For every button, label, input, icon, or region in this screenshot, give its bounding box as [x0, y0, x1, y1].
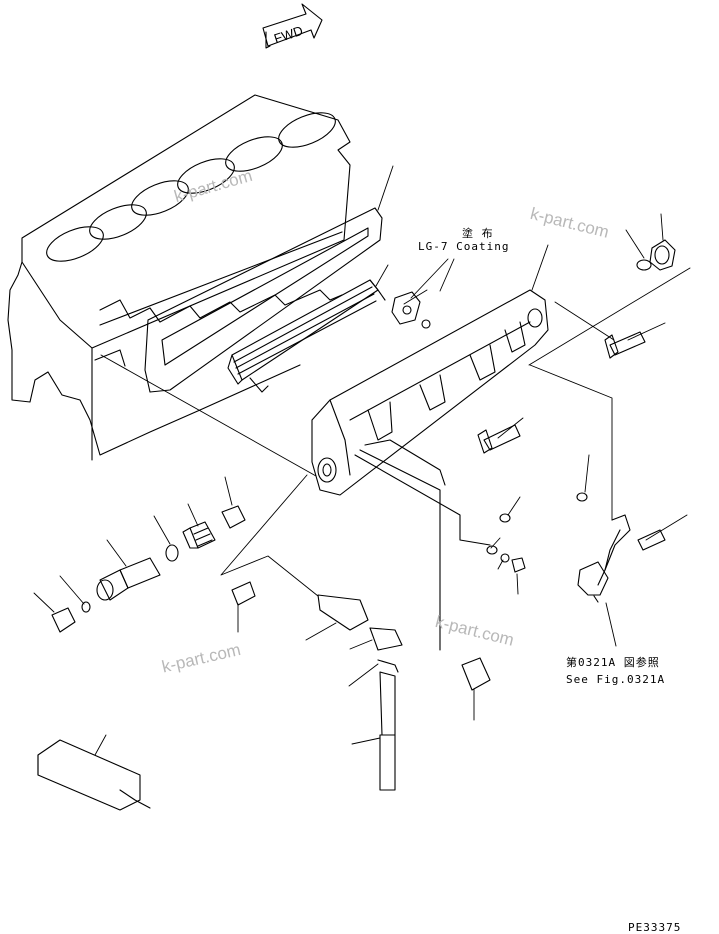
coating-label: LG-7 Coating [418, 240, 510, 253]
drawing-number: PE33375 [628, 921, 682, 934]
leader-lines [33, 165, 691, 756]
washer [486, 492, 588, 573]
o-ring [636, 259, 652, 271]
bolt [477, 424, 521, 454]
pipe-lines [354, 439, 491, 651]
reference-label: See Fig.0321A [566, 673, 666, 686]
cylinder-block [7, 94, 351, 461]
reference-japanese-label: 第0321A 図参照 [566, 656, 660, 669]
fwd-arrow-icon [262, 3, 323, 49]
coating-japanese-label: 塗 布 [462, 227, 494, 240]
small-gasket [391, 291, 431, 329]
plug [649, 239, 676, 271]
bolt [637, 529, 666, 551]
oil-pipe [577, 514, 631, 603]
tool [37, 739, 151, 811]
fitting-parts [231, 581, 491, 791]
oil-cooler-element [227, 279, 386, 393]
relief-valve-parts [51, 505, 246, 633]
oil-cooler-cover [311, 289, 549, 496]
gasket [144, 207, 383, 393]
bolt [604, 331, 646, 359]
